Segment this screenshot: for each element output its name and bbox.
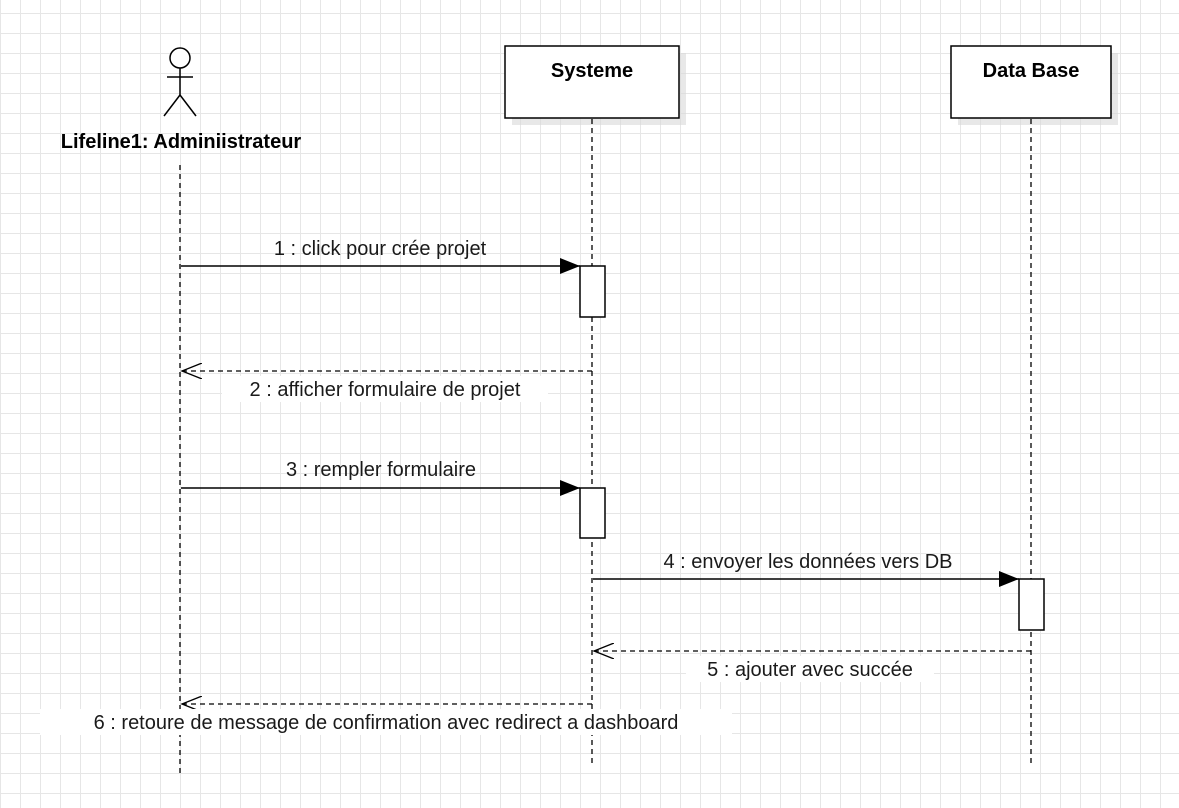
message-5-label-bg [686,656,934,682]
message-4-label: 4 : envoyer les données vers DB [663,551,952,573]
participant-systeme-label: Systeme [551,60,633,82]
participant-systeme[interactable]: Systeme [504,45,686,125]
message-6-label-bg [40,709,732,735]
participant-database-label: Data Base [983,60,1080,82]
message-2-label-bg [222,376,548,402]
actor-left-leg [163,94,181,117]
actor-head [169,47,191,69]
message-6-label: 6 : retoure de message de confirmation a… [94,712,679,734]
message-3-label: 3 : rempler formulaire [286,459,476,481]
participant-systeme-box [504,45,680,119]
actor-right-leg [179,94,197,117]
participant-database-box [950,45,1112,119]
message-2-label: 2 : afficher formulaire de projet [250,379,521,401]
message-5-label: 5 : ajouter avec succée [707,659,913,681]
actor-label: Lifeline1: Adminiistrateur [61,131,302,153]
message-1-label: 1 : click pour crée projet [274,238,487,260]
actor-stick-figure-icon[interactable] [163,47,197,117]
database-activation-bar[interactable] [1018,578,1045,631]
systeme-activation-bar-2[interactable] [579,487,606,539]
systeme-activation-bar-1[interactable] [579,265,606,318]
participant-database[interactable]: Data Base [950,45,1118,125]
